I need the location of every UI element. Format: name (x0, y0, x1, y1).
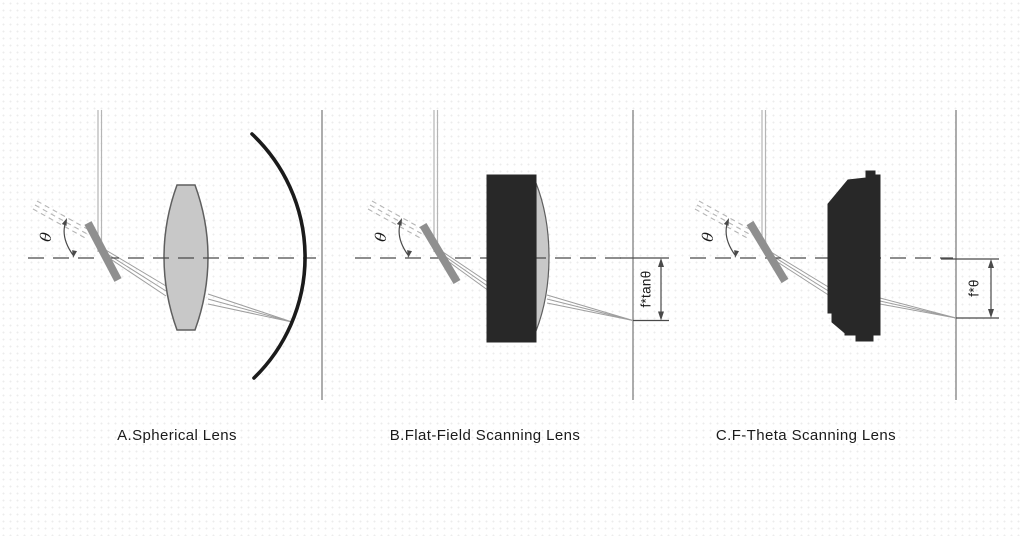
angle-arc (396, 218, 413, 258)
scanned-ray-bundle (98, 245, 293, 323)
angle-arc (723, 218, 740, 258)
field-height-dimension (941, 258, 999, 319)
rear-convex-element (535, 182, 550, 332)
scan-mirror (84, 221, 122, 282)
f-theta-label: f*θ (966, 279, 982, 297)
angle-arc (61, 218, 78, 258)
caption-f-theta-lens: C.F-Theta Scanning Lens (715, 427, 897, 444)
panel-flat-field-lens (355, 110, 669, 400)
scan-mirror (746, 220, 789, 284)
deflected-beam-dashed (32, 200, 92, 240)
flat-field-lens-body (486, 174, 537, 343)
f-theta-lens-body (827, 170, 881, 342)
panel-spherical-lens (28, 110, 323, 400)
curved-focal-surface-arc (250, 132, 307, 380)
caption-flat-field-lens: B.Flat-Field Scanning Lens (389, 427, 581, 444)
caption-spherical-lens: A.Spherical Lens (117, 427, 237, 444)
f-tan-theta-label: f*tanθ (638, 270, 654, 308)
field-height-dimension (620, 257, 669, 322)
scan-mirror (419, 222, 461, 285)
panel-f-theta-lens (690, 110, 999, 400)
deflected-beam-dashed (367, 200, 427, 240)
deflected-beam-dashed (694, 200, 754, 240)
